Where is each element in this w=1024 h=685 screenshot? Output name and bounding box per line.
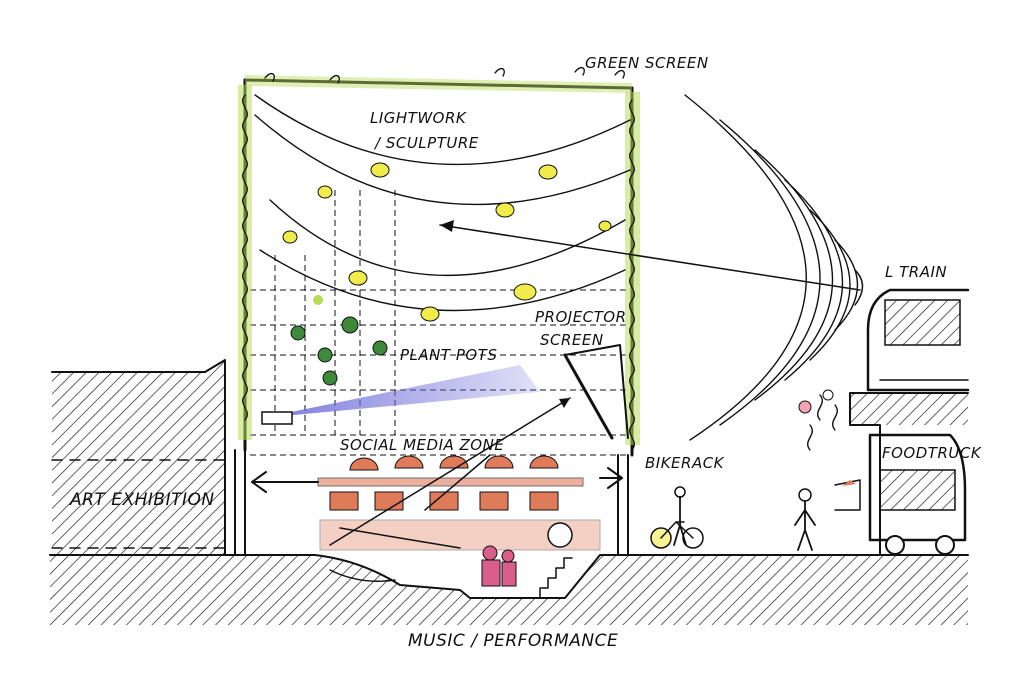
lightwork-label: LIGHTWORK	[370, 109, 467, 127]
projector-screen-label: SCREEN	[540, 331, 604, 349]
plant-pots	[290, 295, 388, 386]
social-media-zone-label: SOCIAL MEDIA ZONE	[340, 436, 504, 454]
ground	[49, 554, 969, 625]
foodtruck	[798, 389, 967, 555]
l-train-car	[866, 288, 970, 392]
lightwork-sculpture	[254, 94, 631, 322]
green-screen-label: GREEN SCREEN	[585, 54, 709, 72]
projector	[261, 344, 629, 440]
social-media-zone	[251, 397, 623, 599]
projector-label: PROJECTOR	[535, 308, 627, 326]
green-screen-foliage	[238, 66, 640, 451]
pedestrian	[794, 488, 816, 551]
bikerack-label: BIKERACK	[645, 454, 725, 472]
plant-pots-label: PLANT POTS	[400, 346, 497, 364]
sculpture-label: / SCULPTURE	[373, 134, 479, 152]
art-exhibition-label: ART EXHIBITION	[69, 490, 215, 510]
art-exhibition-building	[51, 359, 226, 556]
music-performance-label: MUSIC / PERFORMANCE	[408, 631, 618, 651]
l-train-soundwaves	[439, 94, 864, 441]
l-train-label: L TRAIN	[885, 263, 947, 281]
foodtruck-label: FOODTRUCK	[882, 444, 982, 462]
bikerack	[650, 486, 704, 549]
